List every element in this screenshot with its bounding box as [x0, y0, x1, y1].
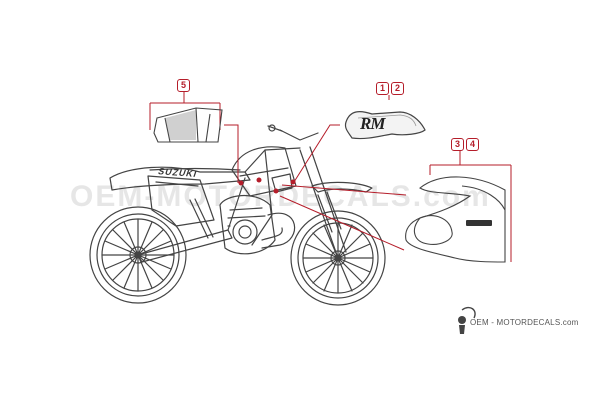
decal-shroud-logo — [344, 111, 426, 140]
callout-1: 1 — [376, 82, 389, 95]
shroud-logo-text: RM — [360, 114, 385, 133]
callout-2: 2 — [391, 82, 404, 95]
brand-logo-icon — [458, 306, 476, 334]
callout-3: 3 — [451, 138, 464, 151]
decal-seat-cover — [153, 107, 223, 143]
callout-5: 5 — [177, 79, 190, 92]
decal-radiator-shroud — [405, 176, 506, 263]
brand-text: OEM - MOTORDECALS.com — [470, 318, 579, 327]
leader-lines — [149, 92, 512, 262]
callout-4: 4 — [466, 138, 479, 151]
